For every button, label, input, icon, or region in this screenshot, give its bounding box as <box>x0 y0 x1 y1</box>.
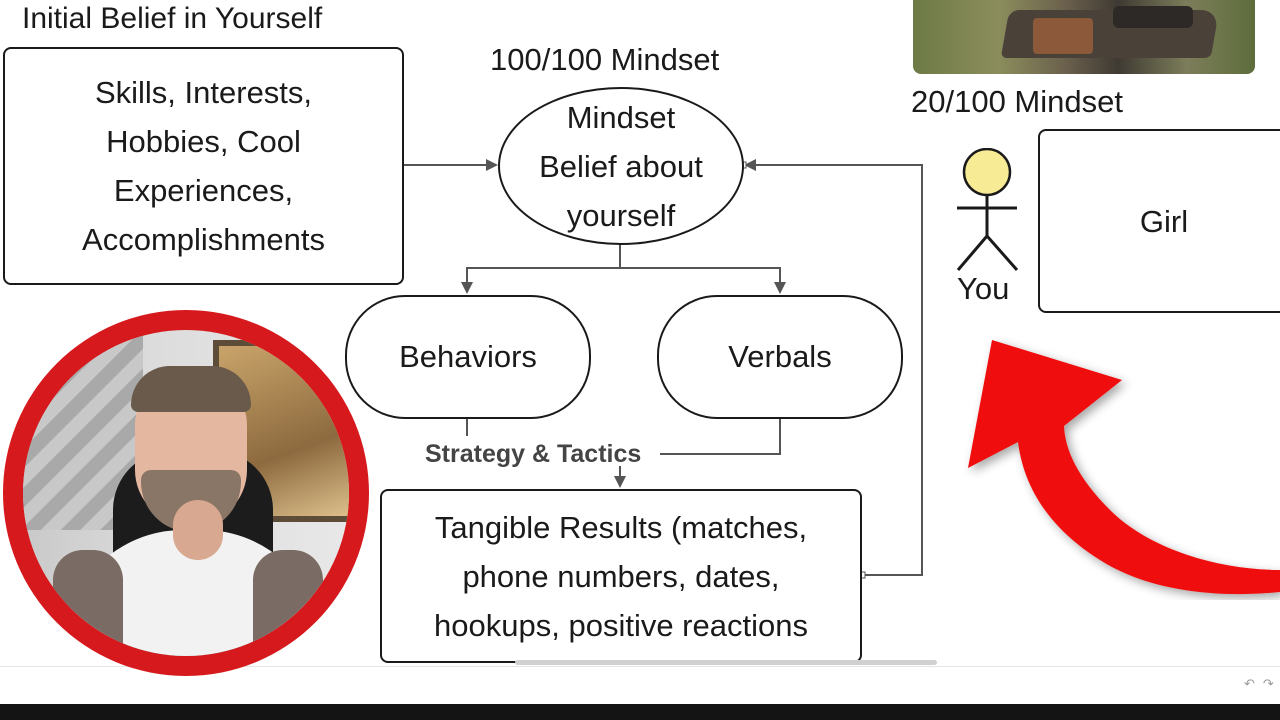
mindset-line: yourself <box>566 197 676 233</box>
high-mindset-title: 100/100 Mindset <box>490 42 720 77</box>
undo-redo-controls: ↶↷ <box>1244 676 1280 692</box>
mindset-line: Belief about <box>539 148 703 184</box>
verbals-label: Verbals <box>728 339 832 374</box>
behaviors-node[interactable]: Behaviors <box>345 295 591 419</box>
results-line: phone numbers, dates, <box>462 558 780 594</box>
results-line: hookups, positive reactions <box>434 607 808 643</box>
horizontal-scrollbar[interactable] <box>515 660 937 665</box>
mindset-node[interactable]: Mindset Belief about yourself <box>498 87 744 245</box>
horizontal-scroll-track <box>0 666 1280 667</box>
presenter-video <box>23 330 349 656</box>
girl-box[interactable]: Girl <box>1038 129 1280 313</box>
initial-belief-box[interactable]: Skills, Interests, Hobbies, Cool Experie… <box>3 47 404 285</box>
strategy-tactics-label: Strategy & Tactics <box>425 440 642 468</box>
redo-icon[interactable]: ↷ <box>1262 676 1280 691</box>
low-mindset-title: 20/100 Mindset <box>911 84 1123 119</box>
undo-icon[interactable]: ↶ <box>1244 676 1263 691</box>
stick-figure-icon <box>956 148 1019 271</box>
connector-verbals-to-strategy <box>660 418 781 455</box>
initial-belief-line: Skills, Interests, <box>94 75 313 110</box>
tangible-results-box[interactable]: Tangible Results (matches, phone numbers… <box>380 489 862 663</box>
you-label: You <box>957 271 1010 306</box>
girl-label: Girl <box>1139 203 1189 239</box>
connector-mindset-to-behaviors <box>461 243 621 294</box>
verbals-node[interactable]: Verbals <box>657 295 903 419</box>
wrecked-car-photo <box>913 0 1255 74</box>
initial-belief-title: Initial Belief in Yourself <box>22 2 323 35</box>
connector-mindset-to-verbals <box>620 267 786 294</box>
connector-results-to-mindset <box>744 159 923 576</box>
webcam-overlay <box>3 310 369 676</box>
red-curved-arrow-icon <box>968 340 1280 595</box>
initial-belief-line: Hobbies, Cool <box>106 124 301 159</box>
mindset-line: Mindset <box>566 99 676 135</box>
results-line: Tangible Results (matches, <box>434 509 808 545</box>
behaviors-label: Behaviors <box>399 339 537 374</box>
initial-belief-line: Experiences, <box>113 173 294 208</box>
bottom-bar <box>0 704 1280 720</box>
initial-belief-line: Accomplishments <box>82 222 325 257</box>
